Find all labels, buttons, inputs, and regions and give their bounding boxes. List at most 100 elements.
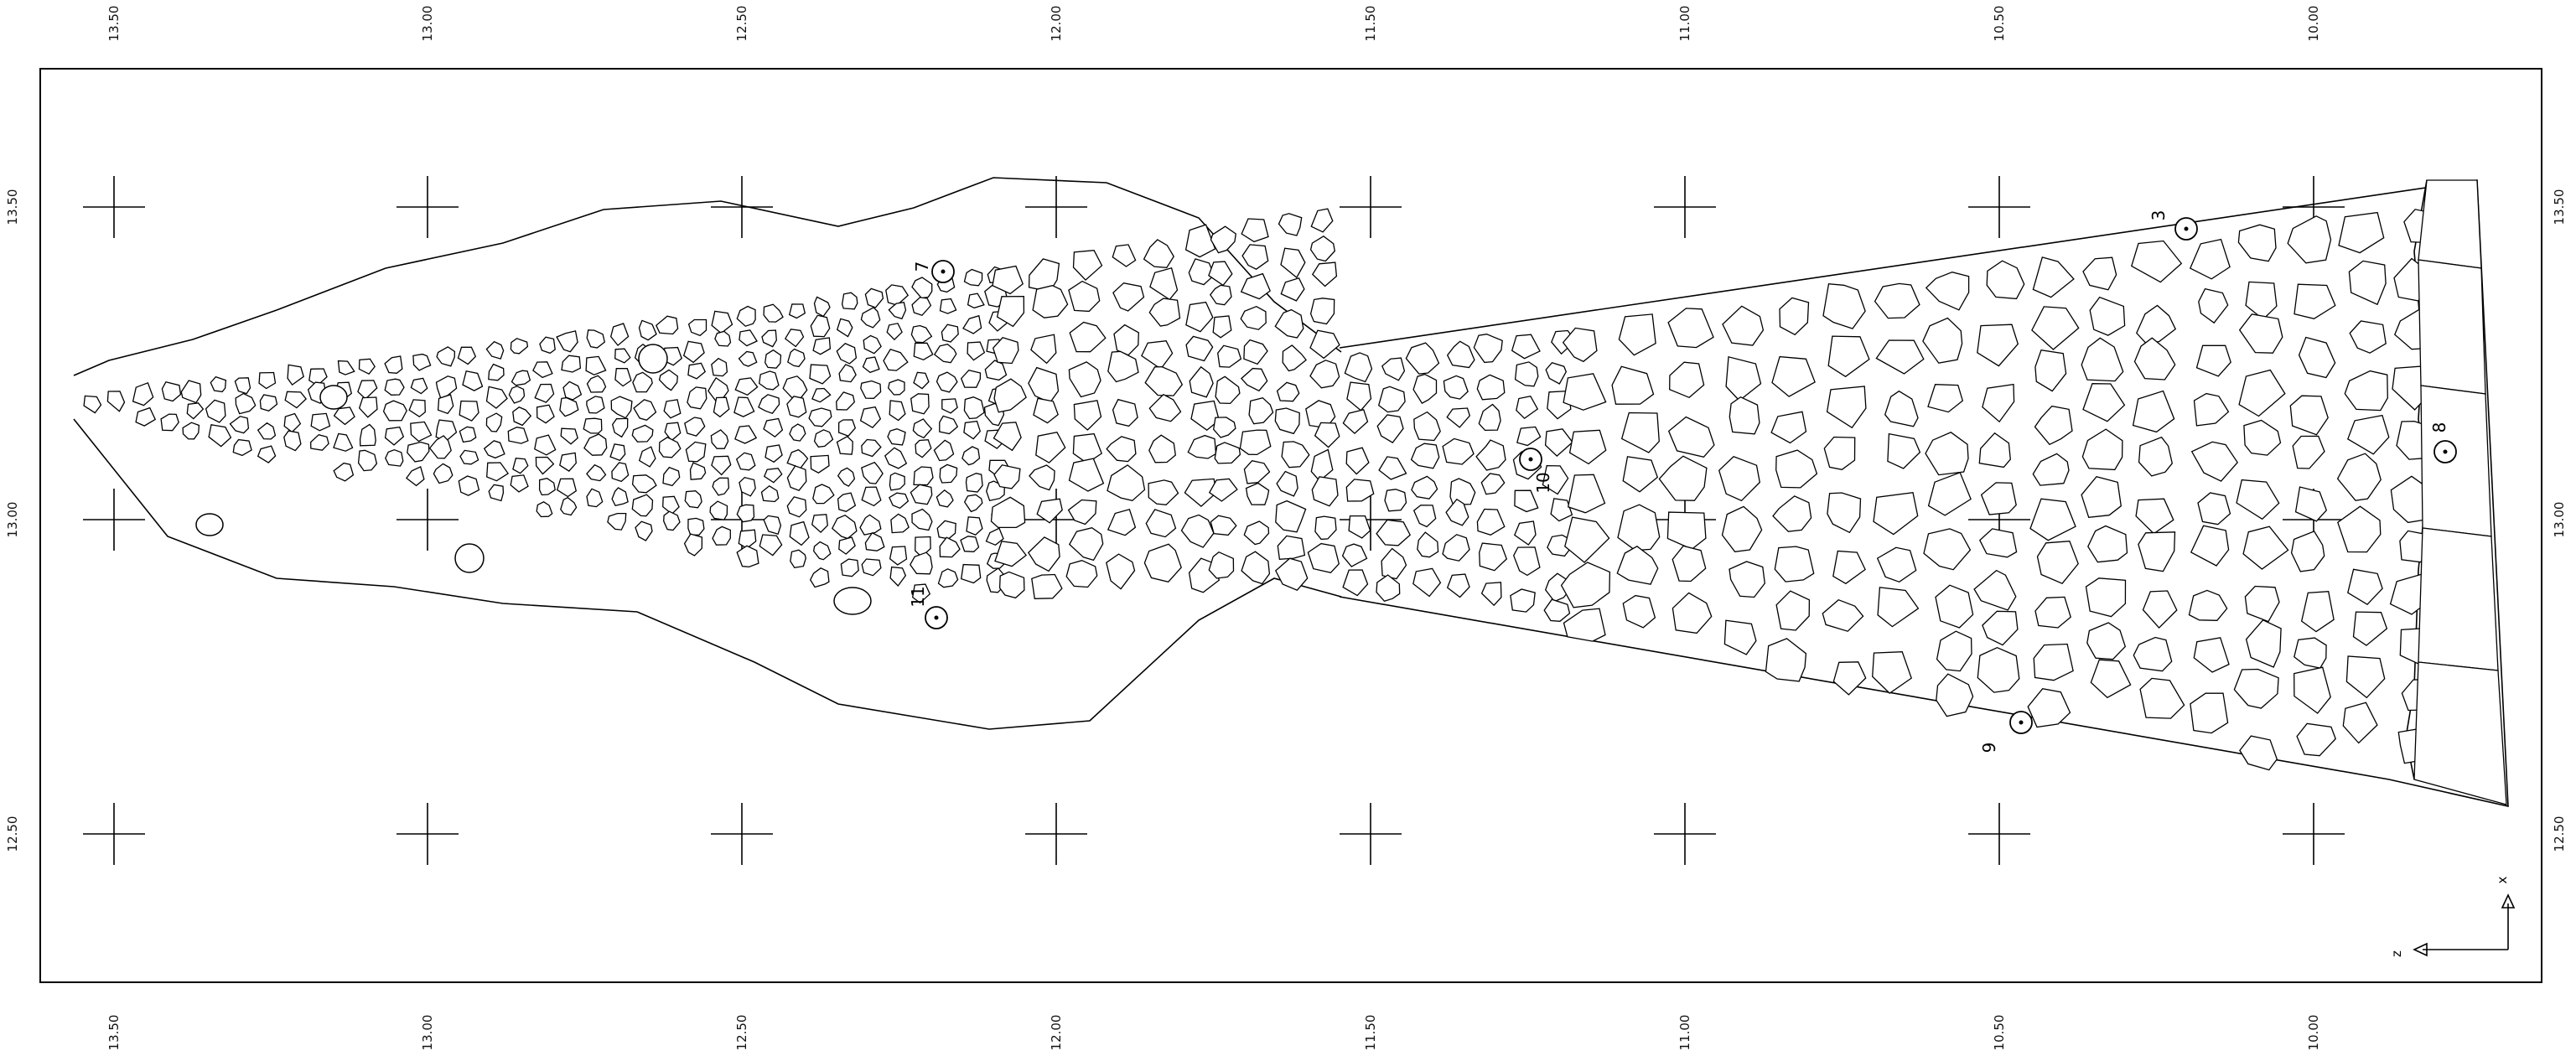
paving-stone [562, 381, 583, 401]
paving-stone [1445, 498, 1469, 526]
grid-cross [1654, 803, 1716, 865]
paving-slab [2418, 179, 2482, 269]
paving-stone [992, 265, 1024, 295]
x-tick-label-top: 13.50 [106, 6, 122, 42]
paving-stone [1346, 381, 1372, 412]
paving-stone [1309, 236, 1335, 262]
grid-coordinate-labels: 13.5013.5013.0013.0012.5012.5012.0012.00… [5, 6, 2567, 1051]
paving-stone [992, 337, 1019, 365]
paving-stone [609, 443, 626, 462]
paving-stone [512, 458, 529, 474]
paving-stone [2036, 541, 2079, 584]
paving-stone [1476, 374, 1506, 401]
paving-stone [1982, 610, 2019, 646]
paving-stone [864, 531, 885, 551]
paving-stone [1772, 495, 1812, 532]
paving-stone [1073, 400, 1102, 431]
paving-stone [536, 404, 555, 424]
paving-stone [1514, 361, 1539, 387]
paving-stone [357, 380, 378, 400]
paving-stone [1550, 498, 1573, 522]
paving-stone [2138, 531, 2176, 572]
paving-stone [1342, 569, 1369, 597]
paving-stone [633, 399, 657, 422]
paving-stone [1617, 504, 1661, 551]
paving-stone [888, 301, 907, 320]
paving-stone [687, 517, 705, 536]
paving-stone [2190, 525, 2230, 567]
paving-stone [1240, 367, 1268, 392]
paving-stone [229, 416, 250, 434]
paving-stone [1107, 464, 1146, 502]
paving-stone [631, 494, 654, 517]
paving-stone [1281, 441, 1310, 469]
paving-stone [859, 514, 882, 536]
paving-stone [2294, 486, 2328, 522]
paving-stone [284, 391, 307, 409]
paving-stone [1723, 619, 1757, 655]
paving-stone [1189, 365, 1214, 398]
paving-stone [1542, 464, 1569, 495]
paving-stone [1067, 499, 1097, 526]
paving-stone [1376, 574, 1401, 603]
paving-stone [1514, 520, 1537, 546]
paving-stone [710, 429, 729, 449]
paving-stone [1877, 587, 1920, 628]
paving-stone [939, 415, 959, 435]
paving-stone [1344, 352, 1373, 383]
survey-marker-7: 7 [912, 260, 955, 283]
paving-stone [561, 355, 582, 373]
paving-stone [993, 422, 1022, 452]
wedge-outline-left-bottom [73, 418, 1342, 730]
paving-stone [1672, 592, 1713, 634]
paving-stone [963, 396, 985, 420]
paving-stone [863, 334, 882, 355]
paving-stone [1187, 434, 1217, 459]
paving-stone [2034, 596, 2071, 629]
paving-stone [784, 329, 805, 348]
paving-stone [994, 541, 1028, 567]
paving-stone [2034, 405, 2073, 446]
paving-stone [2345, 655, 2386, 699]
paving-stone [510, 338, 529, 355]
paving-stone [583, 417, 603, 434]
paving-stone [1560, 562, 1611, 608]
x-tick-label-bottom: 12.00 [1049, 1015, 1064, 1051]
paving-stone [1311, 476, 1339, 507]
paving-stone [734, 377, 759, 396]
paving-stone [410, 421, 433, 443]
paving-stone [1243, 459, 1271, 484]
paving-stone [1027, 536, 1060, 572]
paving-stone [382, 400, 407, 422]
paving-stone [812, 484, 835, 505]
paving-stone [512, 406, 532, 427]
paving-stone [936, 489, 954, 508]
paving-stone [1210, 515, 1237, 536]
paving-stone [135, 406, 157, 427]
paving-stone [1413, 411, 1441, 442]
paving-stone [1180, 514, 1215, 548]
paving-stone [436, 346, 456, 367]
post-hole [833, 587, 872, 615]
paving-stone [1068, 280, 1101, 313]
paving-stone [1215, 375, 1241, 405]
paving-stone [838, 364, 857, 383]
paving-stone [1384, 489, 1407, 512]
paving-stone [635, 520, 653, 541]
grid-crosses [83, 176, 2345, 865]
paving-stone [1185, 335, 1214, 362]
paving-stone [1876, 546, 1917, 583]
paving-stone [486, 462, 510, 482]
paving-stone [2292, 435, 2325, 469]
paving-stone [1672, 545, 1707, 582]
paving-stone [810, 314, 831, 338]
paving-stone [962, 314, 982, 334]
paving-stone [1376, 414, 1404, 443]
paving-stone [2289, 395, 2329, 436]
paving-stone [960, 563, 982, 584]
paving-stone [765, 444, 783, 463]
paving-stone [889, 472, 905, 491]
paving-stone [936, 520, 956, 540]
grid-cross [83, 489, 145, 551]
paving-stone [1307, 542, 1340, 574]
